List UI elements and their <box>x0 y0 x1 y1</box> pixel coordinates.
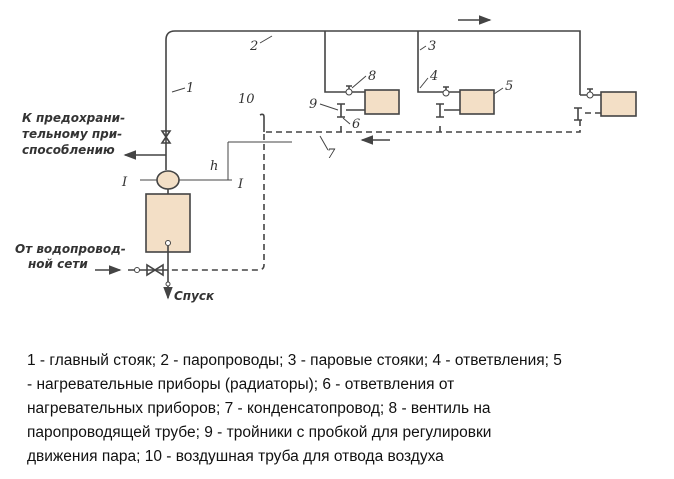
water-supply-label: От водопровод- <box>15 242 126 256</box>
safety-label: способлению <box>22 143 115 157</box>
label-7: 7 <box>327 147 336 162</box>
riser-valve-icon <box>160 130 172 144</box>
legend: 1 - главный стояк; 2 - паропроводы; 3 - … <box>27 349 657 469</box>
radiator <box>459 89 495 115</box>
condensate-line <box>162 120 581 271</box>
legend-line: паропроводящей трубе; 9 - тройники с про… <box>27 424 492 441</box>
main-riser <box>165 30 581 170</box>
tee-plug-icon <box>574 107 582 121</box>
height-mark: h <box>210 159 218 174</box>
legend-line: движения пара; 10 - воздушная труба для … <box>27 448 444 465</box>
water-level-marks <box>140 141 292 181</box>
valve-icon <box>586 88 594 99</box>
drain-label: Спуск <box>174 289 215 303</box>
legend-line: - нагревательные приборы (радиаторы); 6 … <box>27 376 455 393</box>
label-3: 3 <box>428 39 436 54</box>
label-5: 5 <box>505 79 513 94</box>
label-6: 6 <box>352 117 360 132</box>
tee-plug-icon <box>436 103 460 132</box>
safety-label: К предохрани- <box>22 111 125 125</box>
water-supply-label: ной сети <box>28 257 88 271</box>
level-mark: I <box>121 175 128 190</box>
valve-icon <box>345 85 353 96</box>
legend-line: нагревательных приборов; 7 - конденсатоп… <box>27 400 491 417</box>
level-mark: I <box>237 177 244 192</box>
label-8: 8 <box>368 69 376 84</box>
legend-line: 1 - главный стояк; 2 - паропроводы; 3 - … <box>27 352 562 369</box>
check-valve-icon <box>146 263 164 277</box>
label-4: 4 <box>429 69 438 84</box>
radiator <box>600 91 637 117</box>
schematic: К предохрани- тельному при- способлению … <box>15 15 637 303</box>
steam-drum <box>156 170 180 190</box>
steam-riser-1 <box>324 31 365 93</box>
safety-label: тельному при- <box>22 127 122 141</box>
tee-plug-icon <box>337 103 365 132</box>
label-2: 2 <box>249 39 258 54</box>
label-1: 1 <box>186 81 194 96</box>
inlet-valve-icon <box>134 267 140 273</box>
radiator <box>364 89 400 115</box>
label-9: 9 <box>309 97 317 112</box>
drain-valve-icon <box>165 281 171 287</box>
air-pipe <box>259 113 265 132</box>
valve-icon <box>442 86 450 97</box>
label-10: 10 <box>238 92 255 107</box>
